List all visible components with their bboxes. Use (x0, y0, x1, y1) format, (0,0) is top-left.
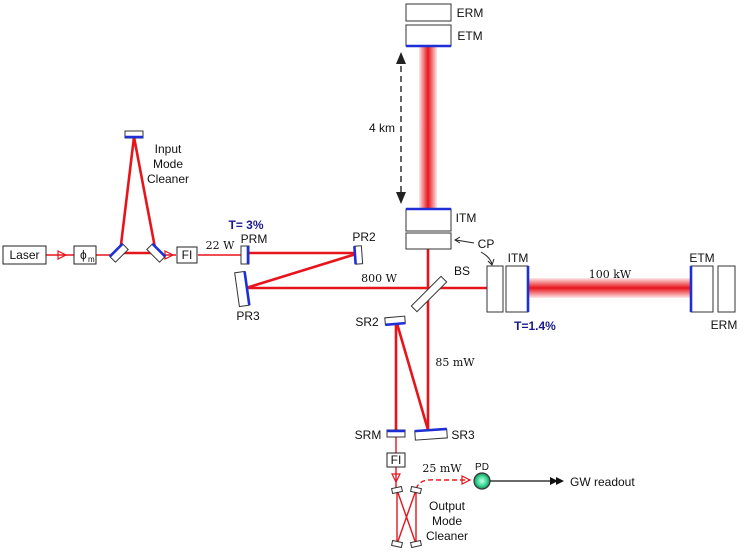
imc-label-2: Mode (153, 157, 183, 171)
arrow-icon (487, 258, 495, 266)
arrow-icon (556, 477, 564, 485)
prm-label: PRM (241, 232, 268, 246)
beam-omc-pd (415, 479, 470, 490)
arrow-icon (57, 250, 68, 260)
arrow-icon (550, 477, 558, 485)
itm-transmission-label: T=1.4% (514, 319, 556, 333)
phase-modulator-sub: m (88, 255, 95, 264)
sr-power-label: 85 mW (435, 356, 475, 369)
sr3-mirror (414, 427, 448, 441)
recycled-power-label: 800 W (361, 272, 397, 285)
x-erm-label: ERM (711, 318, 738, 332)
cp-pointer-x (480, 251, 493, 265)
y-compensation-plate (405, 232, 452, 250)
y-erm-label: ERM (457, 6, 484, 20)
omc-mirror-br (409, 539, 423, 549)
imc-label-1: Input (155, 142, 182, 156)
pr3-mirror (234, 270, 251, 308)
y-itm-label: ITM (456, 211, 477, 225)
omc-label-3: Cleaner (426, 529, 468, 543)
phase-modulator-box (73, 245, 97, 265)
sr2-label: SR2 (355, 315, 379, 329)
beam-splitter (410, 275, 448, 313)
beam-sr3-sr2 (394, 319, 430, 431)
arm-length-arrow (396, 52, 406, 204)
srm-mirror (386, 429, 406, 438)
arrow-icon (461, 475, 472, 485)
omc-label-2: Mode (432, 514, 462, 528)
srm-label: SRM (355, 428, 382, 442)
beam-pr2-pr3 (245, 252, 357, 290)
arrow-icon (391, 473, 401, 484)
bs-label: BS (454, 264, 470, 278)
x-etm-label: ETM (689, 251, 714, 265)
imc-right-mirror (146, 242, 167, 263)
sr2-mirror (384, 315, 406, 327)
omc-mirror-tr (409, 485, 423, 495)
faraday-isolator-in (176, 246, 198, 264)
omc-mirror-bl (390, 539, 404, 549)
imc-top-mirror (124, 130, 144, 139)
y-etm-mirror (405, 24, 452, 48)
arm-length-label: 4 km (369, 121, 395, 135)
beam-imc-triangle (118, 136, 158, 254)
pd-label: PD (475, 462, 489, 473)
fi-in-label: FI (182, 248, 193, 262)
pr3-label: PR3 (236, 309, 260, 323)
input-power-label: 22 W (206, 239, 235, 252)
x-itm-label: ITM (508, 251, 529, 265)
y-etm-label: ETM (457, 29, 482, 43)
sr3-label: SR3 (451, 428, 475, 442)
x-itm-mirror (505, 265, 530, 313)
arm-power-label: 100 kW (589, 268, 632, 281)
prm-transmission-label: T= 3% (228, 218, 263, 232)
laser-box (2, 245, 47, 265)
omc-label-1: Output (429, 499, 466, 513)
x-erm-mirror (717, 265, 736, 313)
x-etm-mirror (689, 265, 714, 313)
y-erm-mirror (405, 3, 452, 22)
x-compensation-plate (486, 265, 504, 313)
gw-readout-label: GW readout (570, 475, 635, 489)
y-itm-mirror (405, 207, 452, 232)
beam-y-arm (419, 46, 437, 209)
beam-x-arm (529, 278, 691, 298)
omc-mirror-tl (390, 485, 404, 495)
fi-out-label: FI (391, 453, 402, 467)
prm-mirror (240, 245, 250, 265)
pd-power-label: 25 mW (422, 462, 462, 475)
arrow-icon (454, 236, 461, 244)
pr2-mirror (353, 245, 364, 265)
laser-label: Laser (9, 248, 39, 262)
beam-omc-cross2 (396, 489, 417, 545)
imc-label-3: Cleaner (147, 172, 189, 186)
cp-pointer-y (455, 239, 475, 244)
imc-left-mirror (108, 242, 129, 263)
pr2-label: PR2 (352, 230, 376, 244)
photodetector-icon (473, 472, 491, 490)
phase-modulator-label: ϕ (80, 248, 87, 262)
faraday-isolator-out (386, 452, 406, 468)
cp-label: CP (478, 237, 495, 251)
